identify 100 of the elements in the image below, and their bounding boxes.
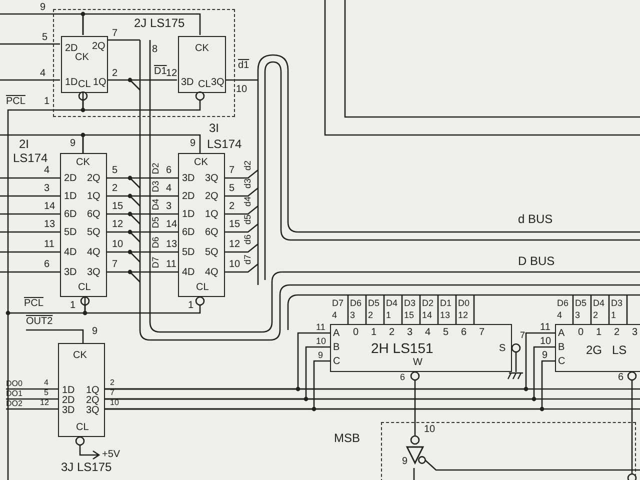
wire <box>78 91 205 111</box>
chip-label: 2I <box>19 139 30 150</box>
pin-name: 1D <box>64 191 77 202</box>
wire <box>0 271 60 273</box>
pin-number: 4 <box>44 378 48 387</box>
wire <box>6 398 58 400</box>
pin-name: CL <box>198 79 211 90</box>
pin-number: 10 <box>424 424 436 435</box>
wire <box>6 408 58 410</box>
pin-number: 12 <box>458 310 468 321</box>
pin-number: D5 <box>575 298 587 309</box>
signal-label: D4 <box>386 298 398 309</box>
pin-number: 2 <box>229 201 235 212</box>
pin-name: C <box>558 356 566 367</box>
wire <box>0 13 84 35</box>
pin-name: CK <box>73 350 87 361</box>
signal-label: d7 <box>242 254 254 264</box>
pin-number: 9 <box>70 138 76 149</box>
wire <box>107 177 178 179</box>
pin-number: 14 <box>166 219 178 230</box>
pin-name: 1Q <box>93 77 106 88</box>
pin-number: 2 <box>112 68 118 79</box>
pin-number: 7 <box>520 330 526 341</box>
pin-number: 12 <box>166 68 178 79</box>
signal-label: 1 <box>611 310 616 321</box>
pin-name: 2 <box>389 327 395 338</box>
wire <box>26 329 84 343</box>
wire <box>107 251 178 253</box>
wire <box>105 388 640 390</box>
pin-name: 1Q <box>86 385 100 396</box>
multiplexer-box <box>330 324 512 372</box>
pin-name: CL <box>196 282 209 293</box>
pin-number: 5 <box>112 165 118 176</box>
pin-name: 1 <box>596 327 602 338</box>
signal-label: 9 <box>318 350 324 361</box>
pin-name: 3D <box>181 77 194 88</box>
pin-number: 4 <box>166 183 172 194</box>
pin-name: 3 <box>407 327 413 338</box>
pin-name: 3Q <box>205 173 218 184</box>
pin-number: 10 <box>540 336 552 347</box>
signal-label: D1 <box>154 66 167 77</box>
wire <box>24 297 86 314</box>
pin-number: 15 <box>229 219 240 230</box>
pin-name: 3Q <box>86 405 100 416</box>
pin-number: 6 <box>618 372 624 383</box>
pin-number: 7 <box>112 28 118 39</box>
pin-name: 5 <box>443 327 449 338</box>
pin-name: 3 <box>632 327 638 338</box>
pin-number: 14 <box>422 310 432 321</box>
pin-number: 8 <box>152 44 158 55</box>
wire <box>0 213 60 215</box>
pin-number: 11 <box>540 322 550 333</box>
chip-label: 2H LS151 <box>371 343 434 354</box>
pin-number: 11 <box>44 239 54 250</box>
flip-flop-box <box>61 36 108 93</box>
pin-name: 1D <box>65 77 78 88</box>
pin-number: 1 <box>44 96 50 107</box>
signal-label: D5 <box>368 298 380 309</box>
pin-number: 5 <box>44 388 48 397</box>
bus-label: d BUS <box>518 214 553 225</box>
wire <box>107 271 178 273</box>
pin-number: 2 <box>110 378 114 387</box>
pin-number: 1 <box>188 300 194 311</box>
pin-number: 9 <box>40 2 46 13</box>
pin-name: CL <box>78 282 91 293</box>
pin-number: 12 <box>112 219 124 230</box>
pin-number: 9 <box>542 350 548 361</box>
pin-name: 6Q <box>87 209 100 220</box>
wire <box>82 13 201 35</box>
pin-name: CK <box>76 157 90 168</box>
pin-name: 2D <box>182 191 195 202</box>
pin-number: 4 <box>40 68 46 79</box>
pin-number: 11 <box>166 259 176 270</box>
signal-label: PCL <box>6 96 26 107</box>
chip-label: 3J LS175 <box>61 462 112 473</box>
pin-name: A <box>333 328 340 339</box>
pin-name: A <box>558 328 565 339</box>
pin-number: 2 <box>368 310 374 321</box>
signal-label: D3 <box>404 298 416 309</box>
chip-label: LS <box>612 345 627 356</box>
pin-name: 4D <box>64 247 77 258</box>
pin-number: 7 <box>110 388 114 397</box>
signal-label: d3 <box>242 178 254 188</box>
pin-name: 4D <box>182 267 195 278</box>
signal-label: D7 <box>332 298 344 309</box>
wire <box>107 79 177 81</box>
pin-name: 1 <box>371 327 377 338</box>
pin-name: C <box>333 356 340 367</box>
wire <box>107 195 178 197</box>
pin-number: 9 <box>190 138 196 149</box>
pin-number: 3 <box>44 183 50 194</box>
pin-number: 4 <box>332 310 338 321</box>
pin-number: 9 <box>402 456 408 467</box>
signal-label: D2 <box>150 162 162 174</box>
pin-name: 5D <box>182 247 195 258</box>
pin-number: 15 <box>404 310 414 321</box>
wire <box>627 371 637 480</box>
pin-number: 15 <box>112 201 124 212</box>
pin-number: 10 <box>316 336 326 347</box>
wire <box>6 388 58 390</box>
